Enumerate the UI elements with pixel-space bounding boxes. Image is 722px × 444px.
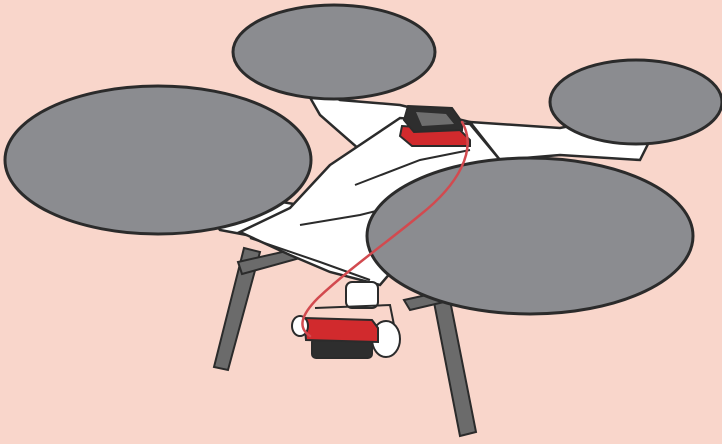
camera-device (302, 316, 379, 344)
camera-gimbal (291, 281, 401, 359)
rotor-left (3, 84, 313, 236)
left-leg (212, 246, 262, 372)
gimbal-mount (345, 281, 379, 309)
rotor-front (365, 156, 695, 316)
top-device (398, 104, 471, 147)
gimbal-yoke (314, 303, 396, 331)
rotors (3, 3, 722, 236)
rotor-back (231, 3, 437, 101)
rotor-right (548, 58, 722, 146)
hull-line (249, 237, 371, 281)
cable (301, 120, 469, 338)
top-device-label (416, 112, 454, 126)
hull-line (354, 149, 471, 186)
